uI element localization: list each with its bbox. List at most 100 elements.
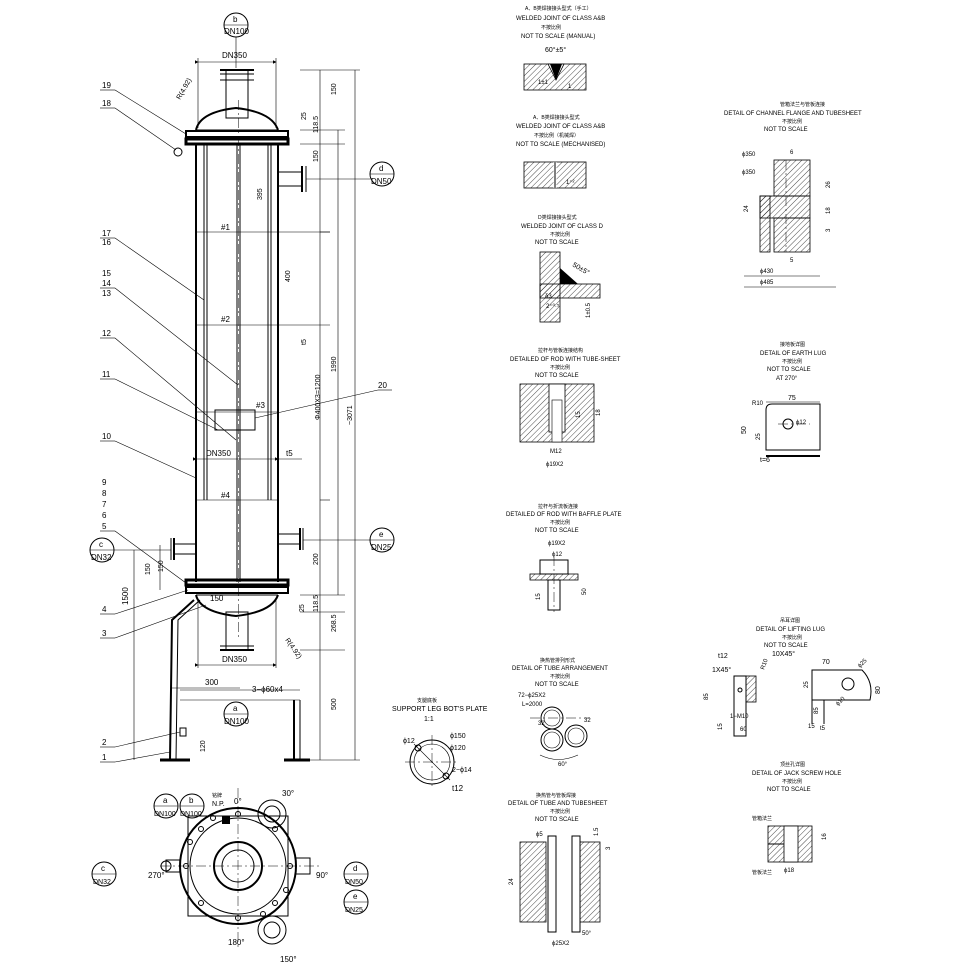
- ch-fl-5: 5: [790, 258, 794, 264]
- dn350-bottom: DN350: [222, 655, 247, 664]
- jack-title: DETAIL OF JACK SCREW HOLE: [752, 771, 841, 777]
- ch-fl-upper-flange: [773, 159, 811, 197]
- tube-arr-angle: 60°: [558, 762, 568, 768]
- earth-lug-mark: [173, 147, 183, 157]
- lift-85b: 85: [814, 707, 820, 714]
- weld-ab-manual-angle: 60°±5°: [545, 46, 566, 54]
- angle-150: 150°: [280, 955, 297, 964]
- lift-t12: t12: [718, 653, 728, 660]
- rod-bf-phi19: ϕ19X2: [548, 541, 566, 547]
- part-callouts: 19 18 17 16 15 14 13 12 11 10 9 8 7 6 5 …: [100, 81, 392, 763]
- weld-d-gap: 2⁺⁰·⁵: [546, 303, 560, 310]
- lifting-lug-detail: 吊耳详图 DETAIL OF LIFTING LUG 不按比例 NOT TO S…: [704, 617, 882, 737]
- tube-ts-tube-left-wall: [547, 835, 557, 933]
- plan-b-letter: b: [189, 796, 194, 805]
- tube-ts-scale: NOT TO SCALE: [535, 817, 579, 823]
- bottom-nozzle-a: [225, 611, 249, 651]
- jack-16: 16: [822, 833, 828, 840]
- dim-right-150c: 150: [158, 560, 165, 572]
- np-cn: 铭牌: [212, 792, 222, 799]
- ch-fl-24: 24: [744, 205, 750, 212]
- earth-t6: t=6: [760, 457, 770, 464]
- dim-right-400: 400: [285, 270, 292, 282]
- tube-arr-pitch-b: 32: [584, 718, 591, 724]
- tube-ts-tube-right-wall: [571, 835, 581, 933]
- part-13: 13: [102, 289, 111, 298]
- nozzle-d: [277, 171, 303, 187]
- weld-d-angle: 50±5°: [571, 261, 591, 277]
- rod-ts-cn: 拉杆与管板连接结构: [538, 347, 583, 354]
- jack-scale-cn: 不按比例: [782, 778, 802, 785]
- tube-arr-tube-3: [540, 728, 564, 752]
- rod-bf-phi12: ϕ12: [552, 552, 563, 558]
- nameplate-marker: [222, 816, 230, 824]
- earth-scale: NOT TO SCALE: [767, 367, 811, 373]
- dim-150-bottom: 150: [210, 594, 224, 603]
- baffle-label-3: #3: [256, 401, 265, 410]
- dim-right-395: 395: [257, 188, 264, 200]
- ch-fl-6: 6: [790, 150, 794, 156]
- dim-150-left: 150: [145, 563, 152, 575]
- tube-ts-scale-cn: 不按比例: [550, 808, 570, 815]
- plan-d-letter: d: [353, 864, 357, 873]
- tube-ts-phi25: ϕ25X2: [552, 941, 570, 947]
- sp-phi12: ϕ12: [403, 738, 415, 745]
- plan-view: N.P. 铭牌 30° 0° 90° 270° 180° 150° a DN10…: [91, 788, 369, 964]
- sp-phi120: ϕ120: [450, 745, 466, 752]
- tube-arr-cn: 换热管排列形式: [540, 657, 575, 664]
- part-7: 7: [102, 500, 107, 509]
- plan-nozzle-c: [165, 859, 181, 873]
- jack-phi18: ϕ18: [784, 868, 795, 874]
- part-17: 17: [102, 229, 111, 238]
- lift-15a: 15: [718, 723, 724, 730]
- tube-ts-3: 3: [606, 846, 612, 850]
- rod-bf-scale: NOT TO SCALE: [535, 528, 579, 534]
- weld-ab-manual-scale-cn: 不按比例: [541, 24, 561, 31]
- earth-50: 50: [741, 426, 748, 434]
- dim-3-60x4: 3−ϕ60x4: [252, 685, 284, 694]
- rod-ts-scale: NOT TO SCALE: [535, 373, 579, 379]
- lift-phi10: ϕ10: [835, 696, 847, 708]
- ch-fl-3: 3: [826, 228, 832, 232]
- plan-e-letter: e: [353, 892, 358, 901]
- lift-60: 60: [740, 727, 747, 733]
- rod-ts-phi19: ϕ19X2: [546, 462, 564, 468]
- tube-ts-plate-left: [519, 841, 547, 923]
- part-16: 16: [102, 238, 111, 247]
- nozzle-c-letter: c: [99, 540, 103, 549]
- nozzle-c-size: DN32: [91, 553, 112, 562]
- part-8: 8: [102, 489, 107, 498]
- weld-ab-mech-title: WELDED JOINT OF CLASS A&B: [516, 124, 605, 130]
- rod-bf-50: 50: [582, 588, 588, 595]
- angle-0: 0°: [234, 797, 242, 806]
- weld-ab-manual-detail: A、B类焊接接头型式（手工） WELDED JOINT OF CLASS A&B…: [516, 5, 605, 91]
- tube-ts-title: DETAIL OF TUBE AND TUBESHEET: [508, 801, 608, 807]
- sp-phi150: ϕ150: [450, 733, 466, 740]
- part-5: 5: [102, 522, 107, 531]
- tube-ts-24: 24: [509, 878, 515, 885]
- rod-ts-18: 18: [596, 409, 602, 416]
- ch-fl-phi350-a: ϕ350: [742, 152, 756, 158]
- dim-1500: 1500: [121, 587, 130, 605]
- bottom-tubesheet: [184, 578, 290, 587]
- dim-right-118-5: 118.5: [313, 116, 320, 133]
- dim-right-25b: 25: [299, 604, 306, 612]
- baffle-label-4: #4: [221, 491, 230, 500]
- lift-70: 70: [822, 659, 830, 666]
- weld-ab-mech-scale: NOT TO SCALE (MECHANISED): [516, 142, 605, 148]
- rod-tubesheet-detail: 拉杆与管板连接结构 DETAILED OF ROD WITH TUBE-SHEE…: [510, 347, 621, 468]
- part-20: 20: [378, 381, 387, 390]
- part-9: 9: [102, 478, 107, 487]
- part-14: 14: [102, 279, 111, 288]
- rod-bf-scale-cn: 不按比例: [550, 519, 570, 526]
- ch-fl-26: 26: [826, 181, 832, 188]
- rod-baffle-detail: 拉杆与折流板连接 DETAILED OF ROD WITH BAFFLE PLA…: [506, 503, 621, 612]
- rod-ts-title: DETAILED OF ROD WITH TUBE-SHEET: [510, 357, 621, 363]
- earth-cn: 接地板详图: [780, 341, 805, 348]
- jack-label-bottom: 管板法兰: [752, 869, 772, 876]
- angle-90: 90°: [316, 871, 328, 880]
- earth-lug-detail: 接地板详图 DETAIL OF EARTH LUG 不按比例 NOT TO SC…: [741, 341, 827, 464]
- plan-nozzle-e-lug: [257, 915, 287, 945]
- weld-ab-manual-scale: NOT TO SCALE (MANUAL): [521, 34, 595, 40]
- lift-front-plate: [811, 669, 872, 701]
